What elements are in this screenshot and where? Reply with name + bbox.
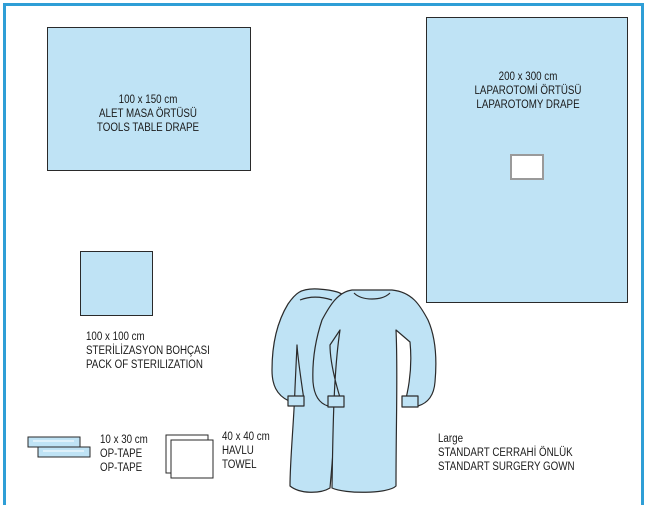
op-tape-name-en: OP-TAPE [100,461,148,475]
op-tape-icon [28,437,90,457]
towel-size: 40 x 40 cm [222,430,270,444]
op-tape-name-tr: OP-TAPE [100,447,148,461]
gown-name-tr: STANDART CERRAHİ ÖNLÜK [438,446,575,460]
op-tape-label: 10 x 30 cm OP-TAPE OP-TAPE [100,433,148,475]
towel-name-tr: HAVLU [222,444,270,458]
towel-icon [166,435,213,478]
gown-size: Large [438,432,575,446]
towel-label: 40 x 40 cm HAVLU TOWEL [222,430,270,472]
towel-name-en: TOWEL [222,458,270,472]
gown-name-en: STANDART SURGERY GOWN [438,460,575,474]
op-tape-size: 10 x 30 cm [100,433,148,447]
gown-label: Large STANDART CERRAHİ ÖNLÜK STANDART SU… [438,432,575,474]
